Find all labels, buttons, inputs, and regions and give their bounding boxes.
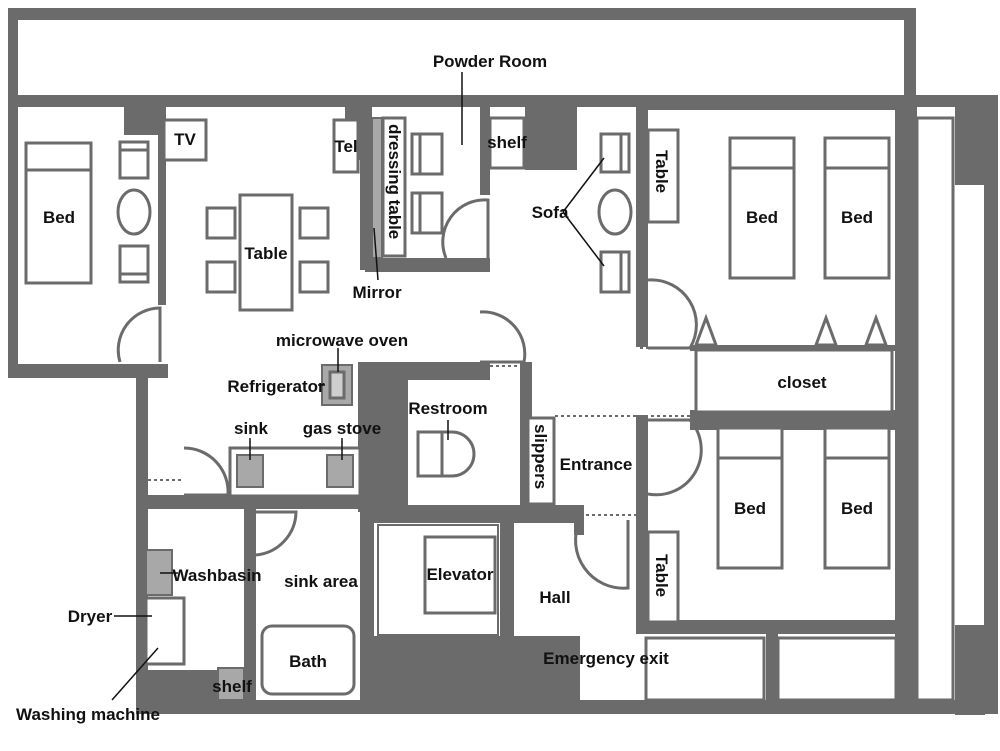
label-bed-left: Bed xyxy=(43,208,75,227)
label-table-bottom-right: Table xyxy=(652,554,671,597)
label-sofa: Sofa xyxy=(532,203,569,222)
label-microwave-oven: microwave oven xyxy=(276,331,408,350)
label-table-top-right: Table xyxy=(652,150,671,193)
label-table-center: Table xyxy=(244,244,287,263)
closet-hangers xyxy=(693,313,889,347)
label-bed-top-right-2: Bed xyxy=(841,208,873,227)
label-sink-area: sink area xyxy=(284,572,358,591)
label-tel: Tel xyxy=(334,137,357,156)
label-shelf-bottom: shelf xyxy=(212,677,252,696)
label-bed-top-right-1: Bed xyxy=(746,208,778,227)
label-closet: closet xyxy=(777,373,826,392)
label-entrance: Entrance xyxy=(560,455,633,474)
label-mirror: Mirror xyxy=(352,283,402,302)
interior-walls xyxy=(124,95,906,710)
room-labels: Powder Room TV Tel dressing table shelf … xyxy=(16,52,873,724)
label-sink: sink xyxy=(234,419,269,438)
label-refrigerator: Refrigerator xyxy=(227,377,325,396)
label-powder-room: Powder Room xyxy=(433,52,547,71)
label-restroom: Restroom xyxy=(408,399,487,418)
label-bath: Bath xyxy=(289,652,327,671)
label-hall: Hall xyxy=(539,588,570,607)
furniture xyxy=(24,116,955,702)
label-shelf-top: shelf xyxy=(487,133,527,152)
leader-lines xyxy=(111,72,605,701)
label-tv: TV xyxy=(174,130,196,149)
label-elevator: Elevator xyxy=(426,565,493,584)
label-gas-stove: gas stove xyxy=(303,419,381,438)
label-bed-bottom-right-2: Bed xyxy=(841,499,873,518)
label-washing-machine: Washing machine xyxy=(16,705,160,724)
label-bed-bottom-right-1: Bed xyxy=(734,499,766,518)
label-emergency-exit: Emergency exit xyxy=(543,649,669,668)
doors xyxy=(116,198,703,590)
label-washbasin: Washbasin xyxy=(172,566,261,585)
label-slippers: slippers xyxy=(531,424,550,489)
label-dressing-table: dressing table xyxy=(385,124,404,239)
label-dryer: Dryer xyxy=(68,607,113,626)
